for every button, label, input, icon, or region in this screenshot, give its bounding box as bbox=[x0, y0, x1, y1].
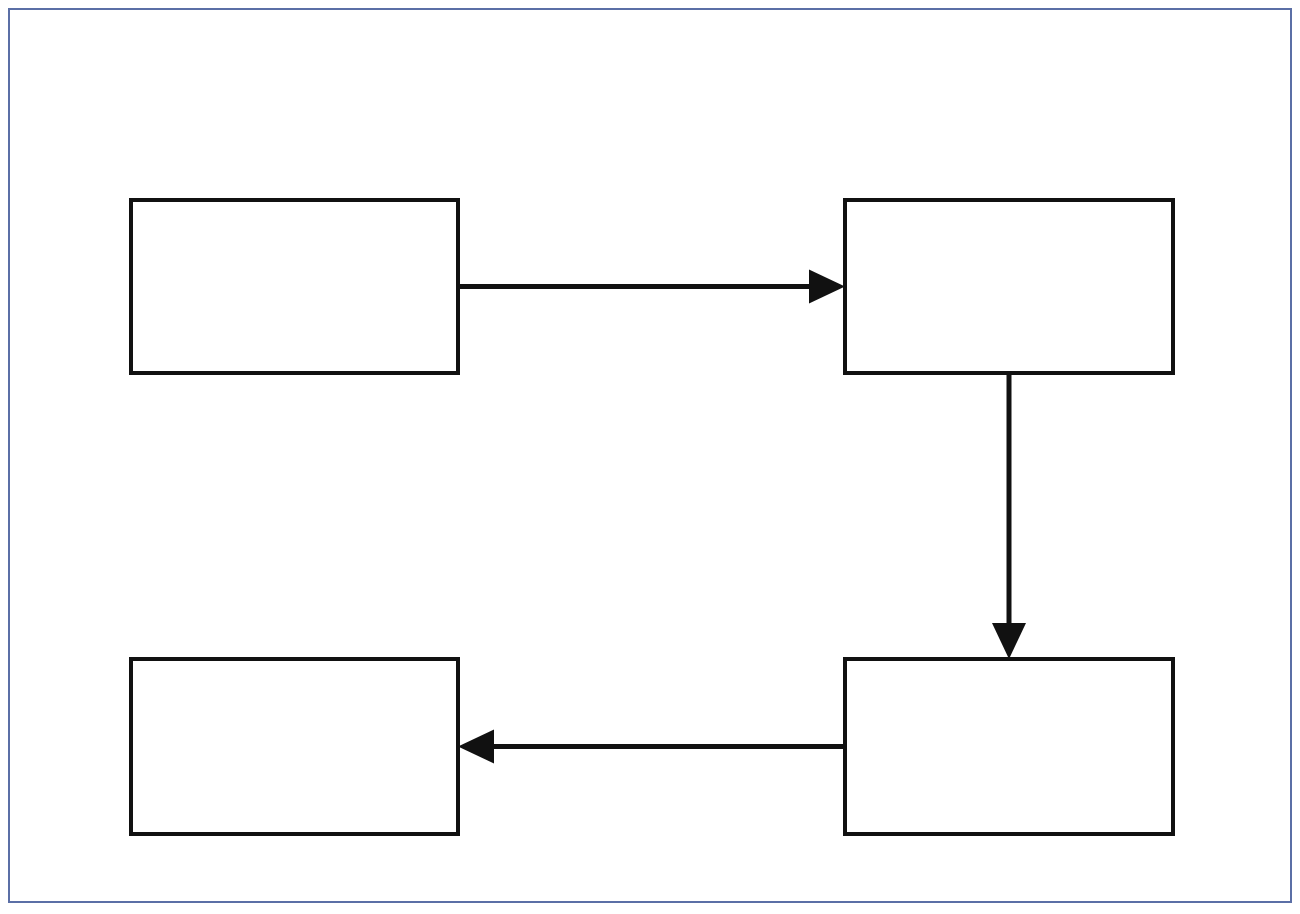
arrowhead bbox=[992, 623, 1026, 659]
node-rect-bottom-right bbox=[843, 657, 1175, 836]
node-box-top-left bbox=[129, 198, 460, 375]
node-box-bottom-right bbox=[843, 657, 1175, 836]
arrowhead bbox=[809, 269, 845, 304]
arrow-top-right-to-bottom-right bbox=[992, 373, 1026, 659]
arrowhead bbox=[458, 729, 494, 764]
edges-layer bbox=[458, 269, 1026, 764]
node-box-top-right bbox=[843, 198, 1175, 375]
nodes-layer bbox=[129, 198, 1175, 836]
node-box-bottom-left bbox=[129, 657, 460, 836]
arrow-bottom-right-to-bottom-left bbox=[458, 729, 845, 764]
node-rect-top-left bbox=[129, 198, 460, 375]
node-rect-bottom-left bbox=[129, 657, 460, 836]
node-rect-top-right bbox=[843, 198, 1175, 375]
arrow-top-left-to-top-right bbox=[458, 269, 845, 304]
